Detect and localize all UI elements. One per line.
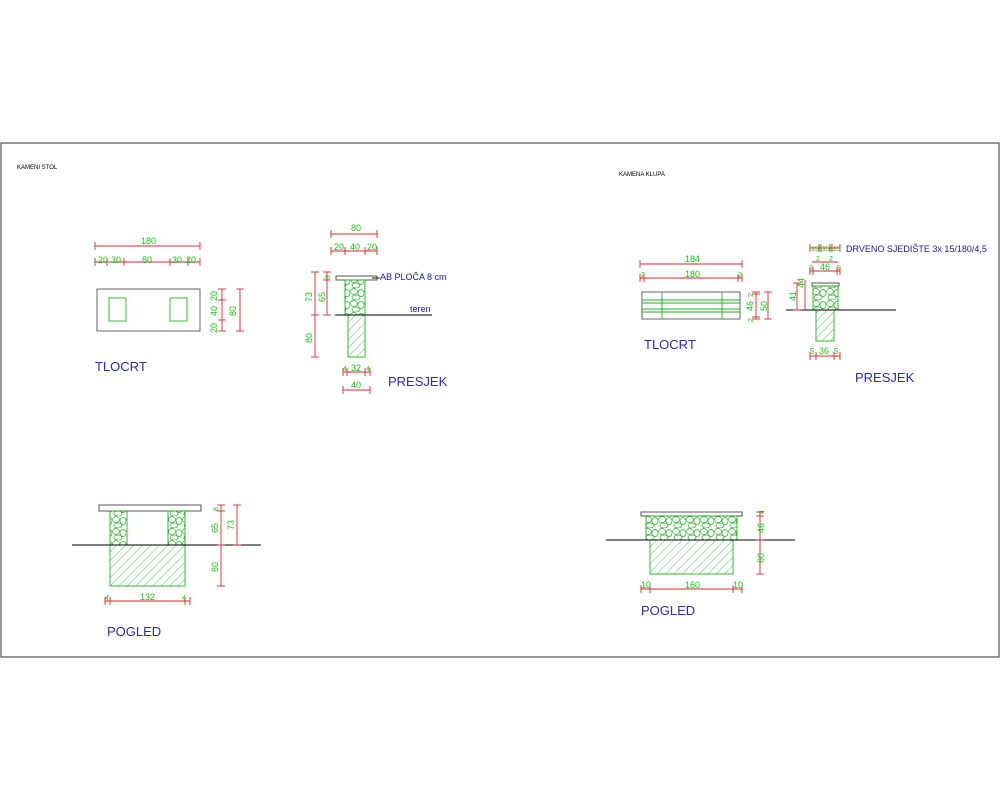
klupa-pogled-dim-4: 4 [759,510,766,514]
klupa-pogled-dim-46: 46 [756,523,766,533]
klupa-presjek-dim-m1: 2 [816,256,820,263]
stol-presjek-label: PRESJEK [388,374,448,389]
klupa-presjek-dim-t4: 1 [830,246,834,253]
stol-presjek-dim-l80: 80 [304,333,314,343]
stol-title: KAMENI STOL [17,165,58,171]
stol-presjek-dim-l8: 8 [325,275,332,279]
klupa-presjek-dim-n1: 2 [809,265,813,272]
stol-pogled-dim-65: 65 [210,523,220,533]
stol-tlocrt: 180 20 30 80 30 20 20 40 20 80 [94,236,244,333]
stol-presjek-dim-l65: 65 [317,292,327,302]
klupa-presjek-note-seat: DRVENO SJEDIŠTE 3x 15/180/4,5 [846,244,987,254]
klupa-presjek-dim-b3: 5 [834,347,839,356]
stol-presjek: 80 20 40 20 73 80 8 65 4 32 4 40 [304,223,432,394]
stol-pogled-dim-b1: 4 [105,595,109,602]
stol-pogled-dim-b2: 132 [140,592,155,602]
stol-tlocrt-dim-p3: 80 [142,255,152,265]
stol-presjek-note-slab: AB PLOČA 8 cm [380,272,447,282]
klupa-presjek-dim-b2: 36 [819,346,829,356]
klupa-tlocrt-dim-p1: 2 [641,272,645,279]
klupa-tlocrt-dim-r2: 46 [745,301,755,311]
stol-presjek-note-ground: teren [410,304,431,314]
klupa-pogled-dim-b1: 10 [641,580,651,590]
stol-tlocrt-dim-p1: 20 [98,255,108,265]
klupa-pogled-dim-60: 60 [756,553,766,563]
stol-pogled-dim-b3: 4 [182,595,186,602]
stol-tlocrt-dim-rtotal: 80 [228,306,238,316]
stol-presjek-dim-l73: 73 [304,292,314,302]
klupa-presjek-dim-b1: 5 [810,347,815,356]
stol-tlocrt-dim-r3: 20 [209,323,219,333]
stol-pogled-dim-80: 80 [210,562,220,572]
stol-pogled: 8 65 73 80 4 132 4 [72,504,261,605]
stol-tlocrt-label: TLOCRT [95,359,147,374]
klupa-tlocrt-dim-total: 184 [685,254,700,264]
klupa-tlocrt: 184 2 180 2 2 46 2 50 [639,254,772,322]
klupa-tlocrt-dim-p2: 180 [685,269,700,279]
klupa-presjek-dim-n2: 46 [820,262,830,272]
stol-presjek-dim-b1: 4 [343,366,347,373]
stol-tlocrt-dim-total: 180 [141,236,156,246]
klupa-tlocrt-dim-r3: 2 [748,318,755,322]
stol-pogled-dim-73: 73 [226,520,236,530]
stol-tlocrt-dim-p2: 30 [111,255,121,265]
klupa-presjek-dim-t3: 15 [822,246,830,253]
klupa-presjek-dim-t1: 15 [811,246,819,253]
klupa-presjek-dim-l41: 41 [788,291,798,301]
stol-tlocrt-dim-p5: 20 [186,255,196,265]
klupa-presjek: 15 1 15 1 15 2 2 2 46 2 41 44 5 36 5 [786,244,896,360]
stol-presjek-dim-b3: 4 [366,366,370,373]
klupa-tlocrt-label: TLOCRT [644,337,696,352]
sheet-border [0,142,1000,658]
stol-presjek-dim-t2: 40 [350,242,360,252]
klupa-pogled-dim-b2: 160 [685,580,700,590]
stol-presjek-dim-btotal: 40 [351,380,361,390]
klupa-tlocrt-dim-rtotal: 50 [759,301,769,311]
stol-pogled-label: POGLED [107,624,161,639]
stol-pogled-dim-8: 8 [213,507,220,511]
klupa-title: KAMENA KLUPA [619,172,665,178]
klupa-presjek-dim-l44: 44 [796,278,806,288]
klupa-pogled-label: POGLED [641,603,695,618]
klupa-pogled: 4 46 60 10 160 10 [606,510,795,593]
klupa-presjek-dim-t5: 15 [833,246,841,253]
klupa-presjek-dim-t2: 1 [819,246,823,253]
stol-presjek-dim-top: 80 [351,223,361,233]
stol-presjek-dim-b2: 32 [351,363,361,373]
klupa-tlocrt-dim-r1: 2 [748,293,755,297]
klupa-tlocrt-dim-p3: 2 [738,272,742,279]
stol-tlocrt-dim-r1: 20 [209,291,219,301]
klupa-pogled-dim-b3: 10 [733,580,743,590]
klupa-presjek-dim-n3: 2 [836,265,840,272]
klupa-presjek-label: PRESJEK [855,370,915,385]
stol-presjek-dim-t3: 20 [367,242,377,252]
stol-tlocrt-dim-p4: 30 [172,255,182,265]
klupa-presjek-dim-m2: 2 [829,256,833,263]
stol-presjek-dim-t1: 20 [334,242,344,252]
stol-tlocrt-dim-r2: 40 [209,306,219,316]
